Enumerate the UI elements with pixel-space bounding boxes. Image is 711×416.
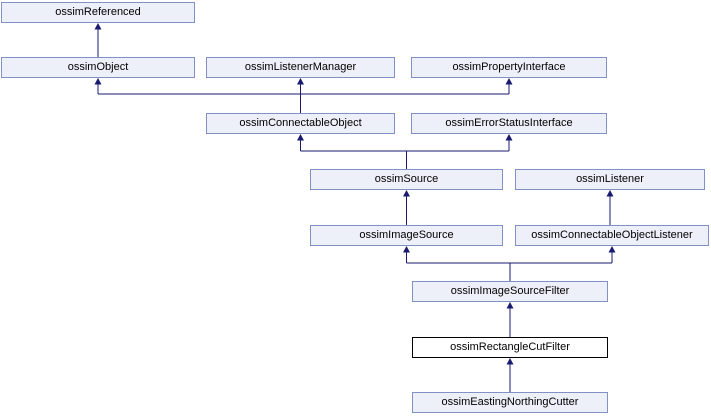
class-node-ossimConnectableObjectListener[interactable]: ossimConnectableObjectListener [515, 225, 709, 246]
class-node-ossimSource[interactable]: ossimSource [310, 169, 503, 190]
edge-ossimObject [94, 23, 102, 57]
class-node-ossimPropertyInterface[interactable]: ossimPropertyInterface [411, 57, 607, 78]
edge-ossimEastingNorthingCutter [506, 358, 514, 392]
arrowhead-up-icon [505, 134, 513, 141]
arrowhead-up-icon [606, 190, 614, 197]
edge-ossimImageSource [403, 190, 410, 225]
arrowhead-up-icon [94, 23, 102, 30]
edge-ossimConnectableObject [94, 78, 513, 113]
arrowhead-up-icon [94, 78, 102, 85]
arrowhead-up-icon [403, 190, 410, 197]
arrowhead-up-icon [297, 78, 304, 85]
class-node-ossimRectangleCutFilter: ossimRectangleCutFilter [412, 337, 608, 358]
edge-ossimSource [297, 134, 513, 169]
class-node-ossimImageSourceFilter[interactable]: ossimImageSourceFilter [412, 281, 608, 302]
arrowhead-up-icon [506, 358, 514, 365]
class-node-ossimListenerManager[interactable]: ossimListenerManager [206, 57, 395, 78]
arrowhead-up-icon [403, 246, 410, 253]
class-node-ossimErrorStatusInterface[interactable]: ossimErrorStatusInterface [411, 113, 607, 134]
edge-ossimImageSourceFilter [403, 246, 616, 281]
class-node-ossimConnectableObject[interactable]: ossimConnectableObject [206, 113, 395, 134]
class-node-ossimListener[interactable]: ossimListener [515, 169, 705, 190]
edge-ossimRectangleCutFilter [506, 302, 514, 337]
arrowhead-up-icon [506, 302, 514, 309]
arrowhead-up-icon [297, 134, 304, 141]
class-node-ossimObject[interactable]: ossimObject [1, 57, 195, 78]
class-node-ossimEastingNorthingCutter[interactable]: ossimEastingNorthingCutter [412, 392, 608, 413]
edge-ossimConnectableObjectListener [606, 190, 614, 225]
class-node-ossimReferenced[interactable]: ossimReferenced [1, 2, 195, 23]
arrowhead-up-icon [505, 78, 513, 85]
arrowhead-up-icon [608, 246, 616, 253]
class-node-ossimImageSource[interactable]: ossimImageSource [310, 225, 503, 246]
